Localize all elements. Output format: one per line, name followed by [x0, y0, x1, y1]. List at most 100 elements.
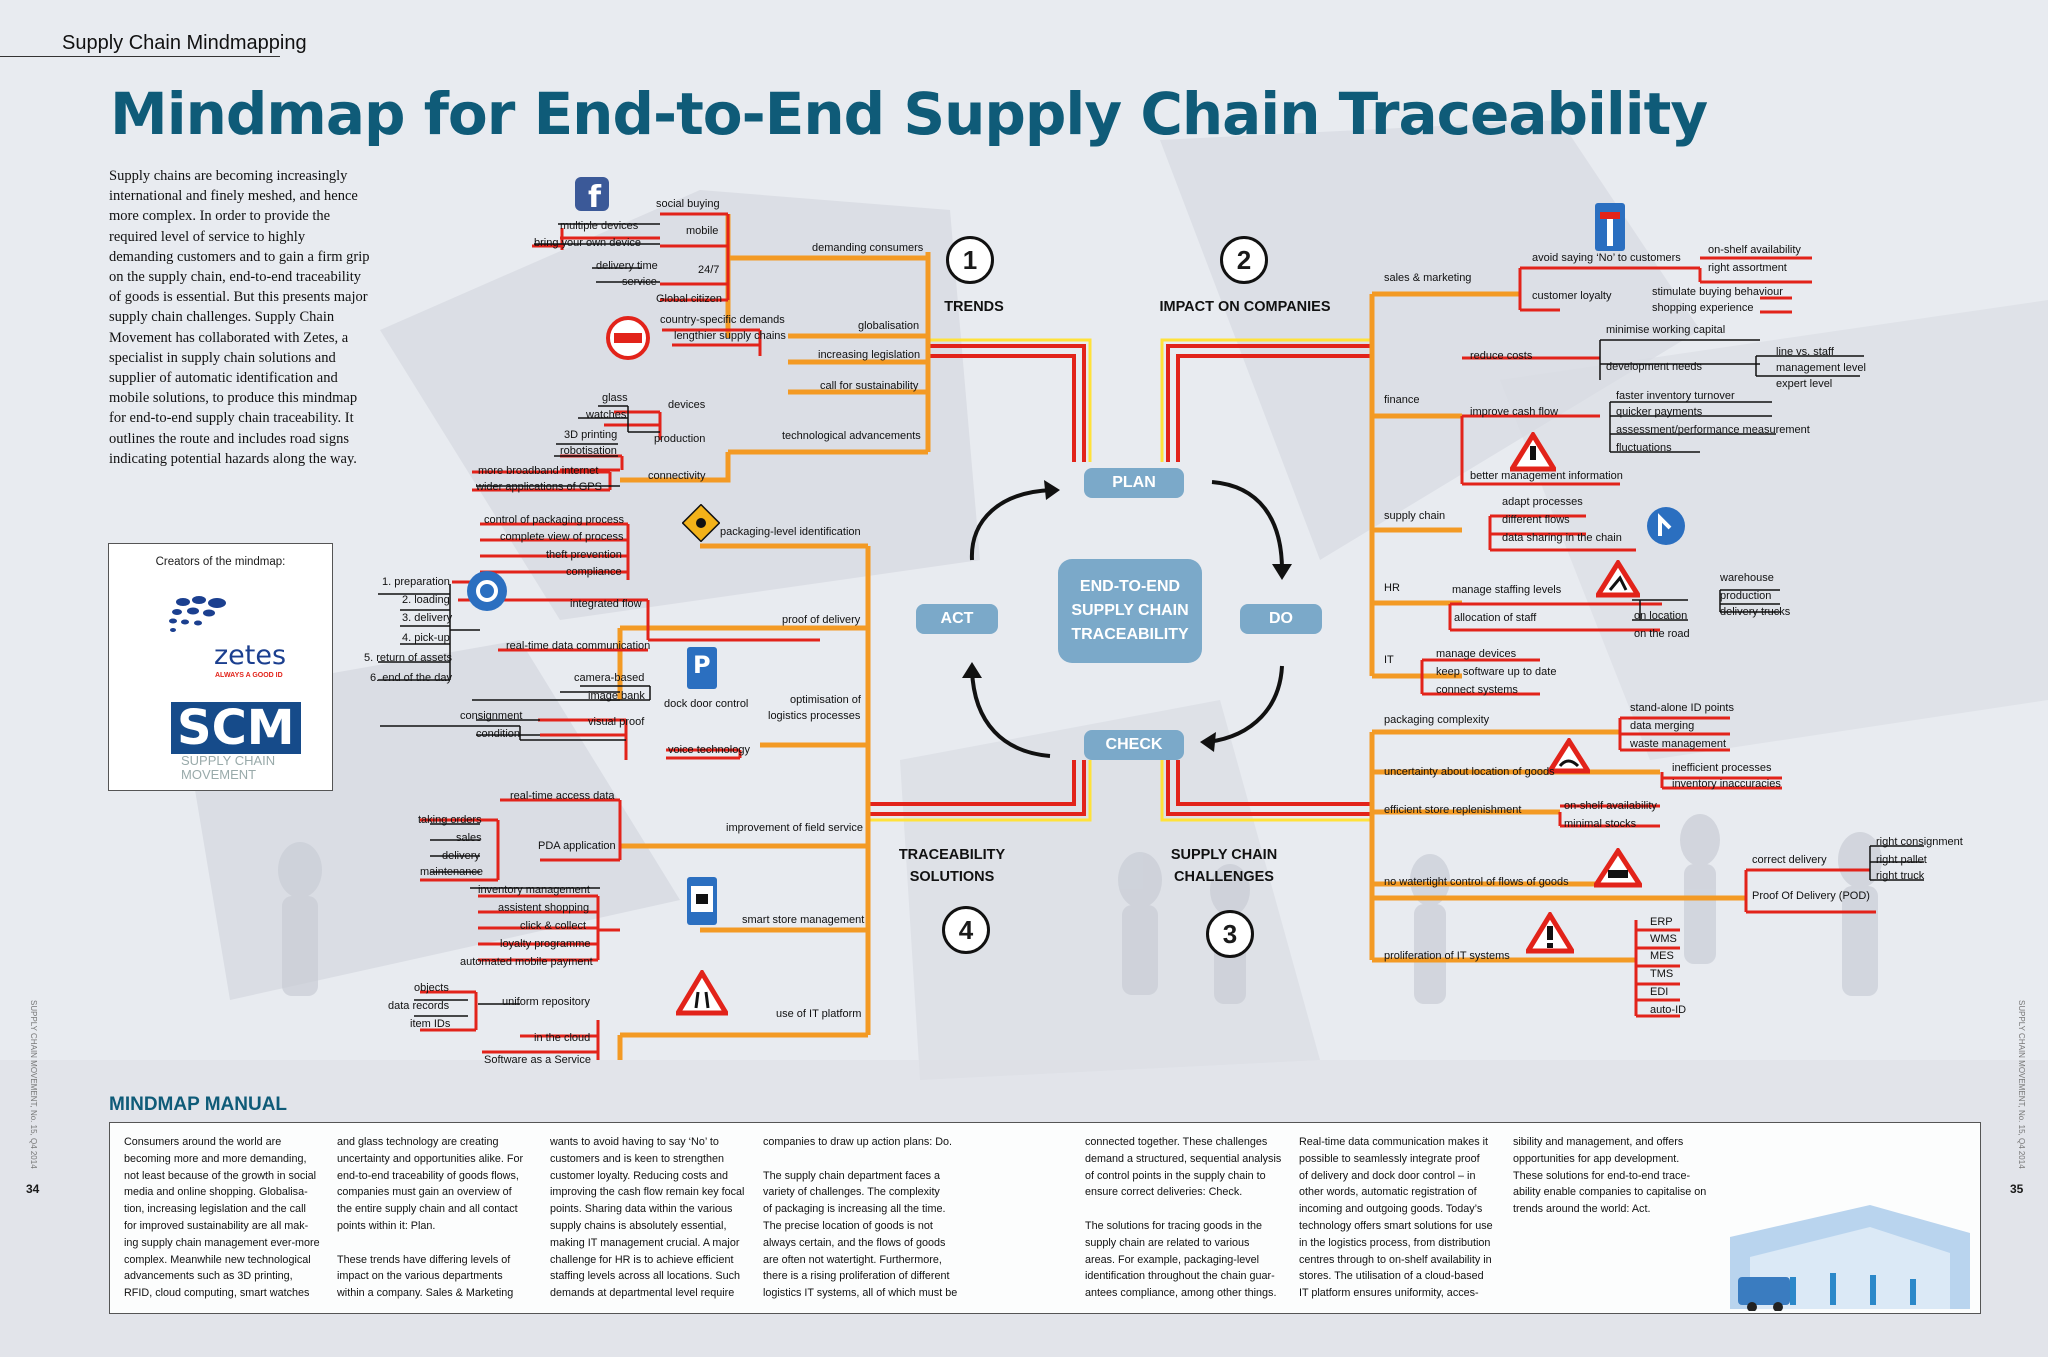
label-mobile: mobile	[686, 225, 719, 237]
label-on-location: on location	[1634, 610, 1688, 622]
label-automated: automated mobile payment	[460, 956, 593, 968]
side-caption-right: SUPPLY CHAIN MOVEMENT, No. 15, Q4 2014	[2017, 1000, 2026, 1169]
label-quicker-pay: quicker payments	[1616, 406, 1703, 418]
label-right-assortment: right assortment	[1708, 262, 1787, 274]
manual-box	[109, 1122, 1981, 1314]
label-country-demands: country-specific demands	[660, 314, 785, 326]
label-taking-orders: taking orders	[418, 814, 482, 826]
label-right-consignment: right consignment	[1876, 836, 1963, 848]
quadrant-2-number: 2	[1220, 236, 1268, 284]
label-uniform: uniform repository	[502, 996, 591, 1008]
label-warehouse: warehouse	[1720, 572, 1774, 584]
label-sales-marketing: sales & marketing	[1384, 272, 1472, 284]
label-uncertainty: uncertainty about location of goods	[1384, 766, 1555, 778]
quadrant-4-label-line2: SOLUTIONS	[909, 869, 995, 885]
label-production2: production	[1720, 590, 1772, 602]
label-camera: camera-based	[574, 672, 645, 684]
label-shopping-exp: shopping experience	[1652, 302, 1754, 314]
label-smart-store: smart store management	[742, 914, 865, 926]
label-control-pack: control of packaging process	[484, 514, 625, 526]
label-field-service: improvement of field service	[726, 822, 863, 834]
label-min-wc: minimise working capital	[1606, 324, 1726, 336]
creators-label: Creators of the mindmap:	[155, 556, 286, 568]
label-delivery4: delivery	[442, 850, 480, 862]
label-social-buying: social buying	[656, 198, 720, 210]
label-packaging-complexity: packaging complexity	[1384, 714, 1490, 726]
label-realtime: real-time data communication	[506, 640, 651, 652]
label-service: service	[622, 276, 657, 288]
label-connect-systems: connect systems	[1436, 684, 1518, 696]
label-assisted: assistent shopping	[498, 902, 590, 914]
label-delivery3: 3. delivery	[402, 612, 453, 624]
label-delivery-trucks: delivery trucks	[1720, 606, 1791, 618]
label-condition: condition	[476, 728, 521, 740]
label-hr: HR	[1384, 582, 1400, 594]
label-visual-proof: visual proof	[588, 716, 645, 728]
label-item-ids: item IDs	[410, 1018, 451, 1030]
label-it: IT	[1384, 654, 1394, 666]
label-increasing-legislation: increasing legislation	[818, 349, 921, 361]
svg-text:P: P	[693, 651, 711, 679]
manual-column-5: connected together. These challenges dem…	[1085, 1136, 1282, 1300]
label-theft: theft prevention	[546, 549, 622, 561]
label-cloud: in the cloud	[534, 1032, 591, 1044]
label-diff-flows: different flows	[1502, 514, 1570, 526]
keep-right-sign-icon	[1647, 507, 1685, 545]
label-correct-delivery: correct delivery	[1752, 854, 1827, 866]
header-rule	[0, 56, 280, 57]
label-use-it: use of IT platform	[776, 1008, 862, 1020]
label-connectivity: connectivity	[648, 470, 706, 482]
quadrant-3-number: 3	[1206, 910, 1254, 958]
parking-sign-icon: P	[687, 647, 717, 689]
page-header: Supply Chain Mindmapping	[62, 32, 307, 54]
check-pill: CHECK	[1084, 730, 1184, 760]
label-consignment: consignment	[460, 710, 523, 722]
tipping-truck-sign-icon	[1594, 848, 1642, 888]
label-expert-level: expert level	[1776, 378, 1833, 390]
label-optimisation2: logistics processes	[768, 710, 861, 722]
label-assessment: assessment/performance measurement	[1616, 424, 1810, 436]
quadrant-1-label: TRENDS	[944, 299, 1004, 315]
road-narrows-warning-icon	[676, 970, 728, 1016]
scm-subtitle-line2: MOVEMENT	[181, 767, 257, 782]
svg-text:f: f	[588, 180, 602, 212]
manual-column-4: companies to draw up action plans: Do. T…	[763, 1136, 958, 1300]
label-right-pallet: right pallet	[1876, 854, 1927, 866]
act-pill: ACT	[916, 604, 998, 634]
label-standalone: stand-alone ID points	[1630, 702, 1734, 714]
label-minimal-stocks: minimal stocks	[1564, 818, 1637, 830]
zetes-wordmark: zetes	[214, 640, 287, 671]
label-mes: MES	[1650, 950, 1674, 962]
label-onshelf: on-shelf availability	[1708, 244, 1801, 256]
label-tech-adv: technological advancements	[782, 430, 921, 442]
label-prep: 1. preparation	[382, 576, 450, 588]
label-proliferation: proliferation of IT systems	[1384, 950, 1510, 962]
label-saas: Software as a Service	[484, 1054, 591, 1066]
label-data-sharing: data sharing in the chain	[1502, 532, 1622, 544]
intro-text: Supply chains are becoming increasingly …	[109, 168, 370, 467]
label-finance: finance	[1384, 394, 1420, 406]
facebook-icon: f	[575, 177, 609, 212]
label-end-day: 6. end of the day	[370, 672, 452, 684]
dead-end-sign-icon	[1595, 203, 1625, 251]
label-waste: waste management	[1630, 738, 1726, 750]
manual-title: MINDMAP MANUAL	[109, 1094, 288, 1115]
label-robotisation: robotisation	[560, 445, 617, 457]
manual-column-6: Real-time data communication makes it po…	[1299, 1136, 1493, 1300]
label-tms: TMS	[1650, 968, 1674, 980]
label-247: 24/7	[698, 264, 720, 276]
slippery-road-sign-icon	[1548, 738, 1590, 774]
label-pod: Proof Of Delivery (POD)	[1752, 890, 1870, 902]
label-right-truck: right truck	[1876, 870, 1925, 882]
label-devices: devices	[668, 399, 706, 411]
center-line2: SUPPLY CHAIN	[1071, 602, 1189, 619]
label-rt-access: real-time access data	[510, 790, 615, 802]
label-integrated-flow: integrated flow	[570, 598, 642, 610]
customs-sign-icon	[606, 316, 650, 360]
label-mgmt-level: management level	[1776, 362, 1866, 374]
label-inefficient: inefficient processes	[1672, 762, 1772, 774]
page-number-right: 35	[2010, 1182, 2024, 1196]
label-demanding-consumers: demanding consumers	[812, 242, 924, 254]
label-avoid-no: avoid saying ‘No’ to customers	[1532, 252, 1681, 264]
